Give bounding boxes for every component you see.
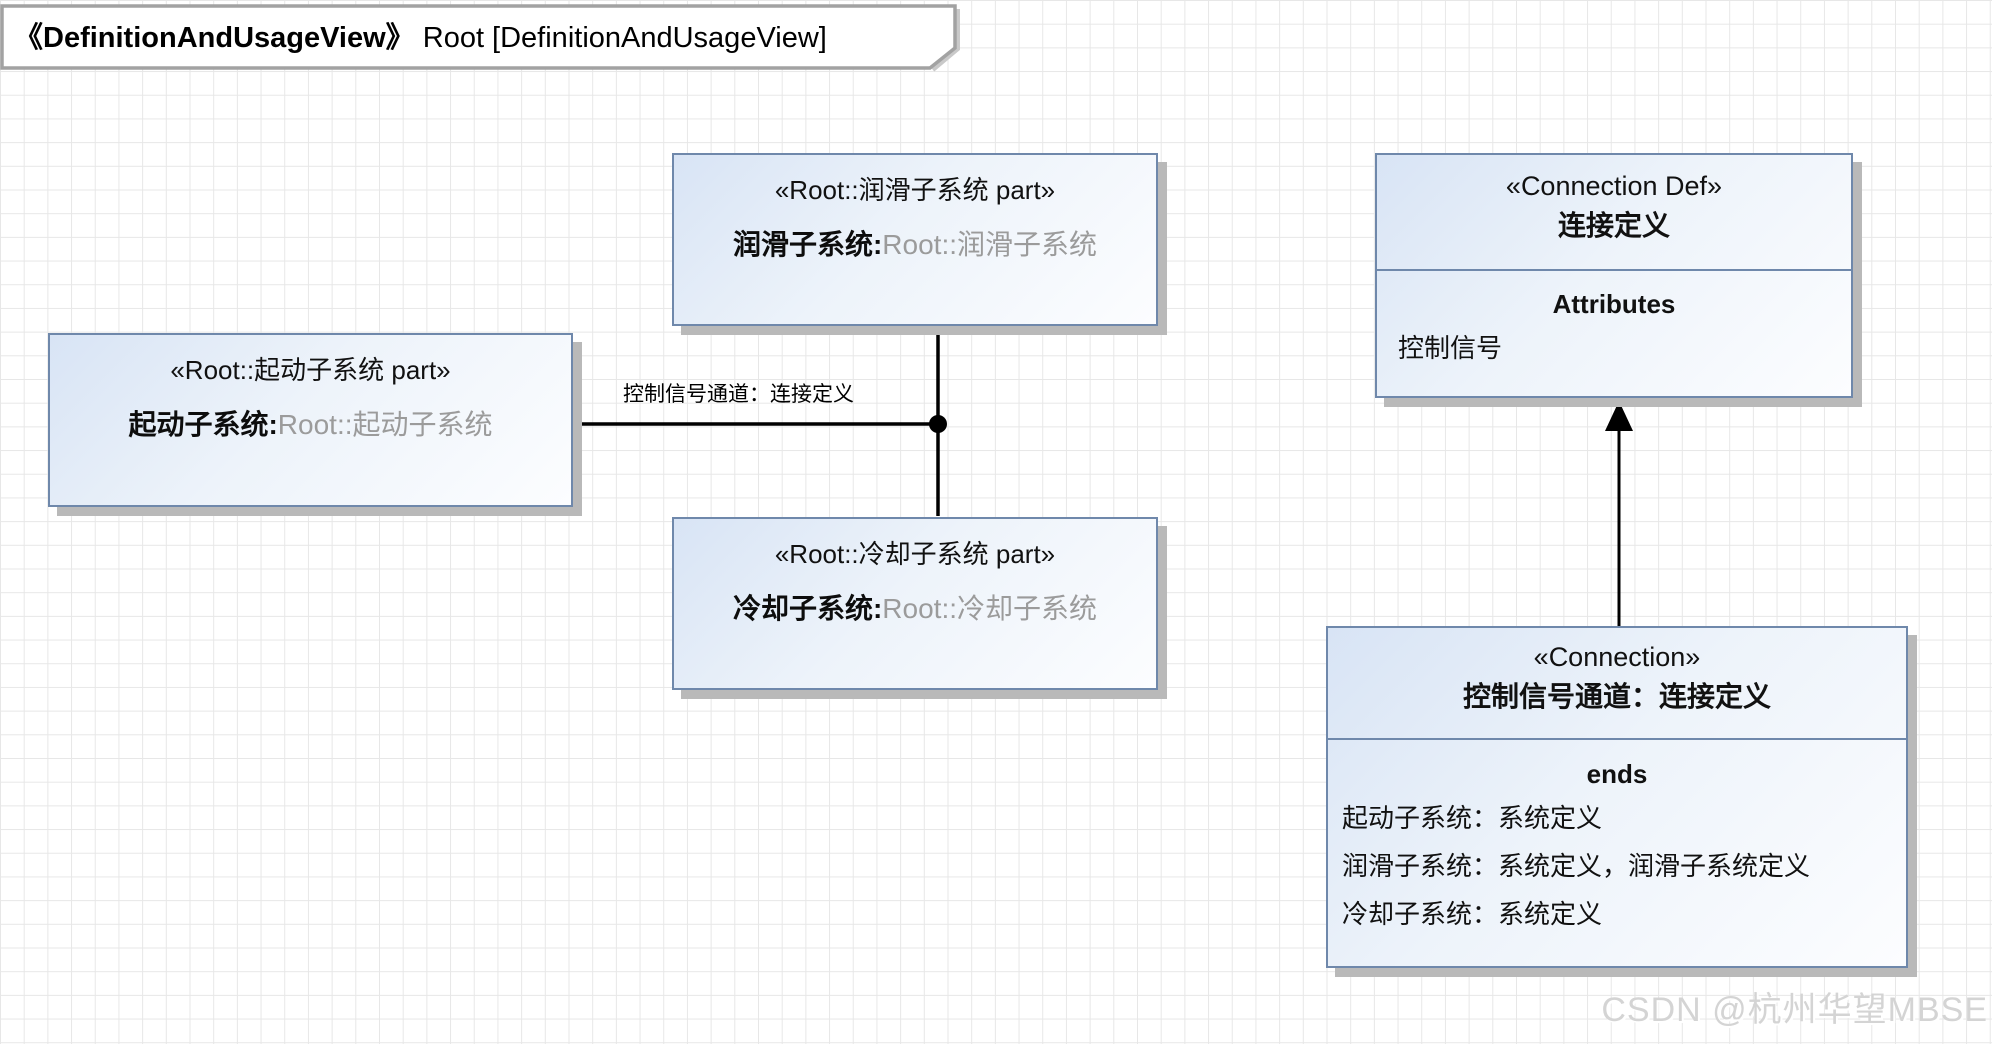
connection-def-attributes-compartment: Attributes 控制信号 [1377,286,1851,367]
part-stereotype: «Root::起动子系统 part» [170,355,451,385]
end-item: 冷却子系统：系统定义 [1342,899,1603,929]
part-name: 起动子系统:Root::起动子系统 [50,404,571,445]
ends-section-title: ends [1586,759,1648,789]
part-name-type: Root::冷却子系统 [882,593,1098,624]
end-item: 润滑子系统：系统定义，润滑子系统定义 [1342,851,1811,881]
connection-def-header: «Connection Def» 连接定义 [1377,168,1851,271]
part-name-usage: 润滑子系统: [732,229,883,260]
frame-title-view-kind: 《DefinitionAndUsageView》 [14,22,415,54]
frame-tab-shape[interactable] [0,4,957,70]
attributes-section-title: Attributes [1552,289,1676,319]
part-name-usage: 冷却子系统: [732,593,883,624]
connection-name: 控制信号通道：连接定义 [1462,681,1771,712]
connection-def-node[interactable]: «Connection Def» 连接定义 Attributes 控制信号 [1375,153,1853,398]
typing-arrow-head [1605,401,1633,431]
part-node-cooling[interactable]: «Root::冷却子系统 part» 冷却子系统:Root::冷却子系统 [672,517,1158,690]
part-name: 润滑子系统:Root::润滑子系统 [674,224,1156,265]
connection-ends-compartment: ends 起动子系统：系统定义 润滑子系统：系统定义，润滑子系统定义 冷却子系统… [1328,754,1906,938]
part-name-type: Root::润滑子系统 [882,229,1098,260]
connection-node[interactable]: «Connection» 控制信号通道：连接定义 ends 起动子系统：系统定义… [1326,626,1908,968]
connection-def-stereotype: «Connection Def» [1505,171,1723,201]
connector-label[interactable]: 控制信号通道：连接定义 [623,383,854,406]
connection-header: «Connection» 控制信号通道：连接定义 [1328,639,1906,740]
attribute-item: 控制信号 [1398,333,1503,363]
part-stereotype: «Root::润滑子系统 part» [774,175,1056,205]
part-name-usage: 起动子系统: [128,409,278,440]
frame-tab-shadow [931,9,960,72]
part-name-type: Root::起动子系统 [277,409,493,440]
connection-def-name: 连接定义 [1557,210,1670,241]
connection-stereotype: «Connection» [1533,642,1701,672]
connector-junction-dot[interactable] [929,415,947,433]
part-name: 冷却子系统:Root::冷却子系统 [674,588,1156,629]
part-node-starter[interactable]: «Root::起动子系统 part» 起动子系统:Root::起动子系统 [48,333,573,507]
frame-title-context: Root [DefinitionAndUsageView] [414,22,827,54]
part-node-lubrication[interactable]: «Root::润滑子系统 part» 润滑子系统:Root::润滑子系统 [672,153,1158,326]
end-item: 起动子系统：系统定义 [1342,803,1603,833]
diagram-frame-title[interactable]: 《DefinitionAndUsageView》 Root [Definitio… [14,8,827,68]
part-stereotype: «Root::冷却子系统 part» [774,539,1056,569]
watermark-text: CSDN @杭州华望MBSE [1601,991,1988,1029]
